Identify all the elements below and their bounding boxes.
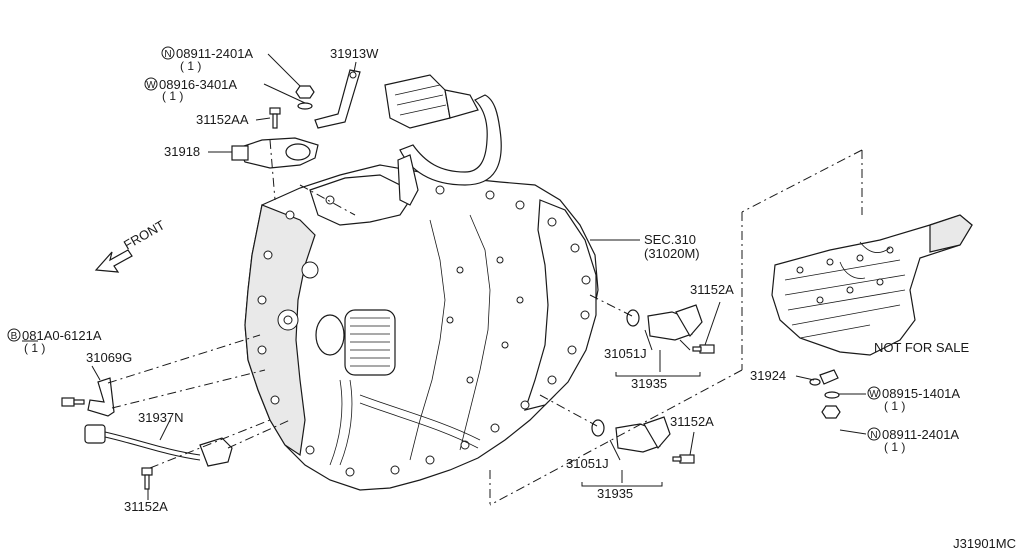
part-31937N-illustration [84, 424, 233, 467]
front-arrow-icon [94, 249, 133, 273]
label-31937N: 31937N [138, 410, 184, 425]
part-31918-illustration [231, 137, 319, 169]
nut-washer-right [821, 391, 841, 419]
svg-text:( 1 ): ( 1 ) [884, 399, 905, 413]
svg-text:( 1 ): ( 1 ) [180, 59, 201, 73]
front-label: FRONT [121, 217, 167, 252]
harness-connector [384, 74, 479, 129]
label-31913W: 31913W [330, 46, 379, 61]
label-31152A-bottom-left: 31152A [124, 499, 168, 514]
not-for-sale-note: NOT FOR SALE [874, 340, 969, 355]
svg-text:( 1 ): ( 1 ) [884, 440, 905, 454]
svg-text:B: B [11, 331, 18, 342]
svg-text:( 1 ): ( 1 ) [24, 341, 45, 355]
svg-text:W: W [869, 389, 879, 400]
oil-cooler [277, 261, 396, 376]
bolt-081A0 [61, 397, 85, 407]
label-31152A-lower-right: 31152A [670, 414, 714, 429]
label-31051J-lower: 31051J [566, 456, 609, 471]
label-31935-upper: 31935 [631, 376, 667, 391]
valve-body-illustration [771, 214, 973, 356]
bolt-31152A-left [141, 467, 153, 490]
svg-text:081A0-6121A: 081A0-6121A [22, 328, 102, 343]
label-31051J-upper: 31051J [604, 346, 647, 361]
label-08915-1401A: W 08915-1401A ( 1 ) [867, 386, 960, 413]
diagram-code: J31901MC [953, 536, 1016, 551]
svg-text:08911-2401A: 08911-2401A [176, 46, 253, 61]
svg-text:N: N [870, 430, 877, 441]
leader-lines [22, 53, 867, 500]
label-081A0-6121A: B 081A0-6121A ( 1 ) [7, 328, 102, 355]
label-31152A-upper-right: 31152A [690, 282, 734, 297]
svg-text:08915-1401A: 08915-1401A [882, 386, 960, 401]
part-31924-illustration [809, 369, 839, 386]
label-31924: 31924 [750, 368, 786, 383]
label-31918: 31918 [164, 144, 200, 159]
svg-text:W: W [146, 80, 156, 91]
svg-text:08916-3401A: 08916-3401A [159, 77, 237, 92]
svg-text:(31020M): (31020M) [644, 246, 700, 261]
part-31069G-illustration [87, 377, 115, 417]
label-31152AA: 31152AA [196, 112, 249, 127]
svg-text:( 1 ): ( 1 ) [162, 89, 183, 103]
nut-washer-top [295, 85, 315, 110]
svg-text:SEC.310: SEC.310 [644, 232, 696, 247]
bolt-31152AA [269, 107, 281, 129]
svg-text:N: N [164, 49, 171, 60]
label-08911-2401A-right: N 08911-2401A ( 1 ) [867, 427, 959, 454]
svg-text:08911-2401A: 08911-2401A [882, 427, 959, 442]
label-sec-310: SEC.310 (31020M) [644, 232, 700, 261]
transmission-assembly [244, 74, 599, 491]
label-08916-3401A: W 08916-3401A ( 1 ) [144, 77, 237, 103]
assembly-boundary [107, 139, 863, 506]
label-08911-2401A-top: N 08911-2401A ( 1 ) [161, 46, 253, 73]
case-bolts [257, 185, 591, 477]
part-31935-upper-illustration [626, 304, 715, 354]
part-31935-lower-illustration [591, 416, 695, 464]
label-31935-lower: 31935 [597, 486, 633, 501]
label-31069G: 31069G [86, 350, 132, 365]
part-31913W-illustration [314, 69, 361, 129]
